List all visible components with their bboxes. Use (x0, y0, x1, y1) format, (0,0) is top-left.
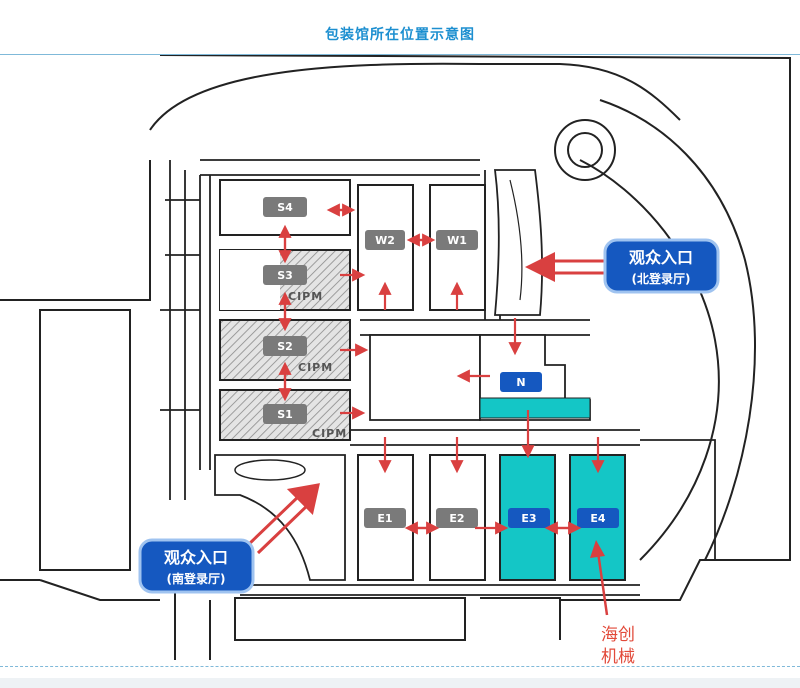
hall-e2-label: E2 (449, 512, 464, 525)
hall-e4[interactable]: E4 (569, 454, 626, 581)
hall-s4[interactable]: S4 (219, 179, 351, 236)
hall-s1-label: S1 (277, 408, 293, 421)
south-entrance-subtitle: (南登录厅) (167, 571, 226, 586)
hall-s2-cipm: CIPM (298, 361, 333, 374)
hall-w1-label: W1 (447, 234, 467, 247)
bottom-band (0, 678, 800, 688)
north-curved-building (493, 169, 543, 316)
hall-w2[interactable]: W2 (357, 184, 414, 311)
circulation-arrows (278, 203, 605, 535)
north-entrance-arrow (525, 252, 609, 282)
company-label-line1: 海创 (601, 625, 635, 645)
central-plaza (369, 334, 481, 421)
hall-n[interactable]: N (479, 334, 591, 421)
hall-w2-label: W2 (375, 234, 395, 247)
south-entrance-arrow (246, 483, 320, 555)
north-entrance-title: 观众入口 (629, 248, 693, 267)
hall-e4-label: E4 (590, 512, 606, 525)
south-entrance-dome (234, 459, 306, 481)
title-divider (0, 54, 800, 55)
company-pointer-arrow (590, 540, 609, 616)
hall-e3[interactable]: E3 (499, 454, 556, 581)
south-entrance-badge: 观众入口 (南登录厅) (138, 538, 255, 594)
hall-e3-label: E3 (521, 512, 536, 525)
hall-e1-label: E1 (377, 512, 392, 525)
hall-n-label: N (516, 376, 525, 389)
north-entrance-badge: 观众入口 (北登录厅) (603, 238, 720, 294)
site-outline (0, 55, 791, 660)
page-title: 包装馆所在位置示意图 (325, 27, 475, 43)
bottom-divider (0, 666, 800, 667)
hall-s1-cipm: CIPM (312, 427, 347, 440)
venue-map: S4 S3 CIPM S2 CIPM S1 CIPM W2 W1 N (0, 55, 791, 665)
roundabout (554, 119, 616, 181)
hall-s2-label: S2 (277, 340, 293, 353)
north-entrance-subtitle: (北登录厅) (632, 271, 691, 286)
hall-s4-label: S4 (277, 201, 293, 214)
hall-e2[interactable]: E2 (429, 454, 486, 581)
north-concourse (509, 179, 523, 301)
hall-e1[interactable]: E1 (357, 454, 414, 581)
company-label-line2: 机械 (601, 647, 635, 665)
hall-s3-label: S3 (277, 269, 293, 282)
south-entrance-title: 观众入口 (164, 548, 228, 567)
hall-s3-cipm: CIPM (288, 290, 323, 303)
